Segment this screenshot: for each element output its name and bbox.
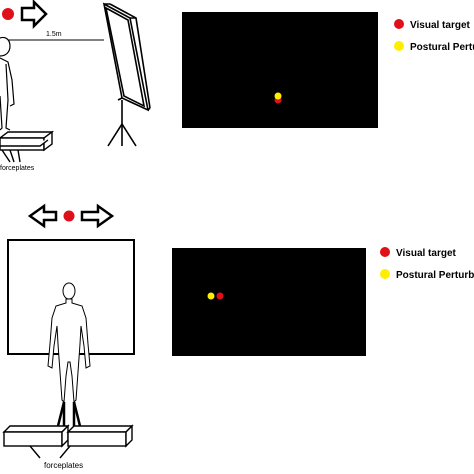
bottom-display-perturbation-dot — [207, 292, 215, 300]
top-legend-perturbation-icon — [394, 41, 404, 51]
bottom-legend-perturbation-icon — [380, 269, 390, 279]
bottom-display-target-dot — [216, 292, 224, 300]
bottom-display-screen — [172, 248, 366, 356]
bottom-right-arrow-icon — [80, 203, 115, 229]
bottom-left-arrow-icon — [27, 203, 58, 229]
top-forceplate-label: forceplates — [0, 165, 35, 172]
bottom-person-figure — [47, 282, 91, 404]
bottom-legend: Visual target Postural Perturbation — [380, 247, 474, 281]
projection-screen — [102, 2, 151, 112]
bottom-target-dot — [63, 210, 75, 222]
distance-label: 1.5m — [46, 31, 62, 38]
tripod — [107, 100, 137, 147]
top-legend-target-icon — [394, 19, 404, 29]
bottom-forceplate-label: forceplates — [44, 461, 83, 470]
bottom-legend-target-icon — [380, 247, 390, 257]
top-right-arrow-icon — [20, 0, 48, 30]
top-person-figure — [0, 36, 15, 131]
bottom-legend-perturbation-label: Postural Perturbation — [396, 270, 474, 281]
top-display-perturbation-dot — [274, 92, 282, 100]
bottom-forceplates — [2, 424, 134, 459]
top-panel: 1.5m forceplates — [0, 0, 474, 172]
top-display-screen — [182, 12, 378, 128]
top-forceplates — [0, 130, 55, 163]
bottom-legend-target-label: Visual target — [396, 248, 457, 259]
bottom-support — [56, 401, 82, 427]
top-legend-target-label: Visual target — [410, 20, 471, 31]
top-legend: Visual target Postural Perturbation — [394, 19, 474, 53]
top-legend-perturbation-label: Postural Perturbation — [410, 42, 474, 53]
top-target-dot — [2, 8, 14, 20]
bottom-panel: forceplates Visual target Postural Pertu… — [2, 203, 474, 470]
